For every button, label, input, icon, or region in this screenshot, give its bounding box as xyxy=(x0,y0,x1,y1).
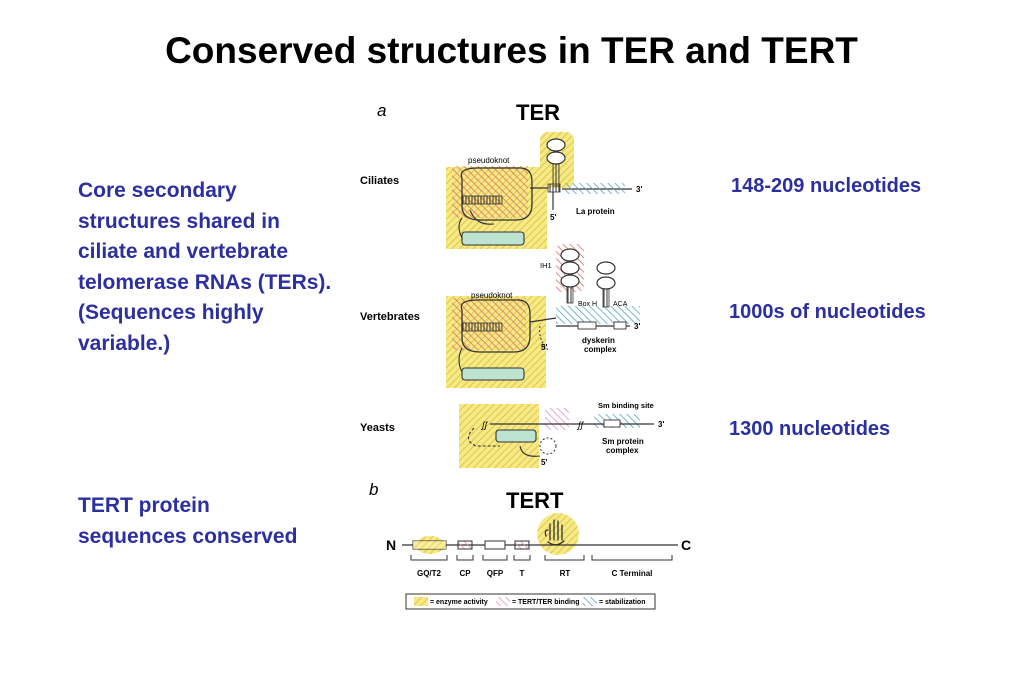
ih1-label: IH1 xyxy=(540,261,552,270)
ciliates-ter-diagram xyxy=(446,132,632,249)
vertebrates-3-prime: 3' xyxy=(634,322,640,331)
ciliates-label: Ciliates xyxy=(360,175,399,187)
tert-n-terminus: N xyxy=(386,537,396,553)
ter-description: Core secondary structures shared in cili… xyxy=(78,179,332,355)
legend-swatch-stabilization xyxy=(583,597,597,606)
svg-text:ʃʃ: ʃʃ xyxy=(480,420,489,430)
yeasts-5-prime: 5' xyxy=(541,458,547,467)
sm-complex-label: complex xyxy=(606,446,639,455)
domain-c-terminal: C Terminal xyxy=(612,569,653,578)
dyskerin-label: dyskerin xyxy=(582,336,615,345)
panel-b-letter: b xyxy=(369,480,378,499)
vertebrates-dyskerin-region xyxy=(556,306,640,324)
la-protein-label: La protein xyxy=(576,207,615,216)
domain-cp: CP xyxy=(459,569,471,578)
box-h-label: Box H xyxy=(578,301,597,308)
aca-label: ACA xyxy=(613,301,628,308)
ciliates-3-prime: 3' xyxy=(636,185,642,194)
legend-tert-ter-binding: = TERT/TER binding xyxy=(512,599,579,606)
tert-protein-diagram xyxy=(402,513,678,561)
vertebrates-length: 1000s of nucleotides xyxy=(729,301,926,323)
ciliates-5-prime: 5' xyxy=(550,213,556,222)
yeasts-3-prime: 3' xyxy=(658,420,664,429)
tert-c-terminus: C xyxy=(681,537,691,553)
yeasts-ter-diagram: ʃʃ ʃʃ xyxy=(459,404,654,468)
yeasts-label: Yeasts xyxy=(360,422,395,434)
domain-t: T xyxy=(520,569,525,578)
tert-description: TERT protein sequences conserved xyxy=(78,494,298,548)
ter-heading: TER xyxy=(516,100,560,125)
domain-gq-t2: GQ/T2 xyxy=(417,569,442,578)
vertebrates-ter-diagram xyxy=(446,244,640,388)
ciliates-length: 148-209 nucleotides xyxy=(731,175,922,197)
legend-enzyme-activity: = enzyme activity xyxy=(430,599,488,606)
yeasts-length: 1300 nucleotides xyxy=(729,418,891,440)
page-title: Conserved structures in TER and TERT xyxy=(165,30,858,71)
domain-qfp: QFP xyxy=(487,569,504,578)
vertebrates-5-prime: 5' xyxy=(541,343,547,352)
svg-text:ʃʃ: ʃʃ xyxy=(576,420,585,430)
vertebrates-label: Vertebrates xyxy=(360,311,420,323)
dyskerin-complex-label: complex xyxy=(584,345,617,354)
ciliates-pseudoknot-label: pseudoknot xyxy=(468,156,510,165)
vertebrates-pseudoknot-label: pseudoknot xyxy=(471,291,513,300)
domain-rt: RT xyxy=(560,569,571,578)
legend xyxy=(405,593,656,610)
tert-heading: TERT xyxy=(506,488,564,513)
legend-swatch-binding xyxy=(496,597,510,606)
hand-icon xyxy=(544,519,565,546)
sm-binding-site-label: Sm binding site xyxy=(598,401,654,410)
panel-a-letter: a xyxy=(377,101,386,120)
legend-swatch-enzyme xyxy=(414,597,428,606)
yeasts-binding-region xyxy=(545,408,569,430)
legend-stabilization: = stabilization xyxy=(599,599,645,606)
sm-protein-label: Sm protein xyxy=(602,437,644,446)
ciliates-pseudoknot-region xyxy=(452,166,528,218)
